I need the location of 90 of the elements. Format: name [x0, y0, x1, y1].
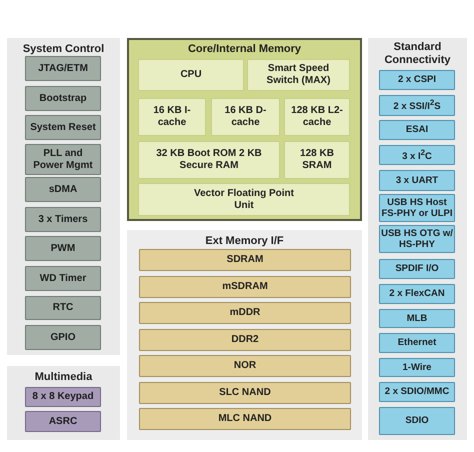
- module-block: [138, 183, 350, 216]
- module-block: [284, 141, 350, 179]
- module-block: [379, 170, 455, 191]
- module-block: [379, 70, 455, 90]
- group-panel: [7, 366, 120, 440]
- module-label: PWM: [50, 242, 76, 254]
- module-label: Bootstrap: [39, 92, 87, 104]
- module-block: [139, 302, 351, 324]
- module-label: USB HS OTG w/ HS-PHY: [381, 228, 453, 250]
- module-block: [379, 333, 455, 353]
- module-block: [139, 355, 351, 377]
- module-block: [247, 59, 350, 91]
- module-block: [25, 296, 101, 320]
- module-block: [25, 144, 101, 175]
- module-label: 128 KB SRAM: [299, 148, 335, 172]
- module-block: [25, 325, 101, 350]
- module-label: System Reset: [30, 122, 96, 134]
- module-label: JTAG/ETM: [38, 62, 88, 74]
- module-label: sDMA: [48, 184, 78, 196]
- module-block: [25, 56, 101, 81]
- module-label: 2 x SDIO/MMC: [384, 386, 450, 398]
- module-block: [379, 95, 455, 116]
- panel-heading: Standard Connectivity: [383, 41, 452, 67]
- module-label: NOR: [234, 360, 256, 372]
- module-block: [25, 387, 101, 407]
- module-block: [138, 98, 206, 136]
- module-label: 32 KB Boot ROM 2 KB Secure RAM: [155, 148, 263, 172]
- module-label: PLL and Power Mgmt: [33, 148, 93, 172]
- module-block: [139, 382, 351, 404]
- panel-heading: System Control: [22, 43, 106, 56]
- module-block: [379, 382, 455, 402]
- module-label: SPDIF I/O: [395, 263, 439, 275]
- module-label: 3 x Timers: [38, 214, 88, 226]
- module-block: [379, 259, 455, 279]
- module-label: mDDR: [230, 307, 260, 319]
- module-label: SLC NAND: [219, 387, 271, 399]
- module-label: Vector Floating Point Unit: [192, 188, 295, 212]
- module-label: ESAI: [406, 124, 428, 136]
- module-label: MLC NAND: [218, 413, 272, 425]
- module-block: [25, 207, 101, 232]
- module-label: MLB: [406, 312, 428, 324]
- module-block: [379, 120, 455, 140]
- module-block: [139, 329, 351, 351]
- module-label: Ethernet: [398, 337, 436, 349]
- module-label: Smart Speed Switch (MAX): [266, 63, 332, 87]
- module-block: [379, 358, 455, 377]
- module-block: [25, 236, 101, 261]
- module-label: 16 KB D-cache: [224, 105, 268, 129]
- module-label: USB HS Host FS-PHY or ULPI: [380, 196, 454, 220]
- module-label: 128 KB L2-cache: [290, 105, 344, 129]
- panel-heading: Core/Internal Memory: [186, 43, 302, 56]
- module-label: 2 x FlexCAN: [389, 288, 445, 300]
- module-block: [379, 145, 455, 165]
- module-block: [379, 407, 455, 435]
- module-block: [138, 141, 280, 179]
- module-block: [138, 59, 244, 91]
- module-block: [25, 411, 101, 432]
- module-block: [211, 98, 280, 136]
- module-label: 8 x 8 Keypad: [32, 391, 94, 403]
- module-block: [25, 266, 101, 291]
- module-label: 2 x CSPI: [398, 74, 436, 86]
- module-block: [139, 276, 351, 298]
- group-panel: [127, 38, 362, 221]
- module-block: [25, 177, 101, 202]
- group-panel: [368, 38, 467, 440]
- module-block: [379, 284, 455, 304]
- module-label: CPU: [180, 69, 202, 81]
- module-label: WD Timer: [40, 272, 86, 284]
- module-block: [284, 98, 350, 136]
- panel-heading: Ext Memory I/F: [204, 235, 285, 248]
- module-label: ASRC: [48, 416, 78, 428]
- module-block: [25, 86, 101, 111]
- module-label: 2 x SSI/I$^{2}$S: [393, 98, 441, 113]
- module-label: 3 x I$^{2}$C: [402, 148, 432, 162]
- module-block: [379, 309, 455, 328]
- group-panel: [7, 38, 120, 355]
- module-block: [139, 408, 351, 430]
- module-label: GPIO: [50, 332, 76, 344]
- panel-heading: Multimedia: [34, 371, 94, 384]
- module-label: 3 x UART: [396, 174, 438, 186]
- module-label: mSDRAM: [222, 281, 268, 293]
- module-label: SDRAM: [226, 254, 264, 266]
- module-label: 1-Wire: [402, 362, 432, 374]
- module-block: [139, 249, 351, 271]
- module-label: SDIO: [405, 415, 429, 427]
- module-label: DDR2: [231, 334, 259, 346]
- module-block: [25, 115, 101, 140]
- module-label: 16 KB I-cache: [152, 105, 192, 129]
- group-panel: [127, 230, 362, 440]
- module-label: RTC: [52, 302, 74, 314]
